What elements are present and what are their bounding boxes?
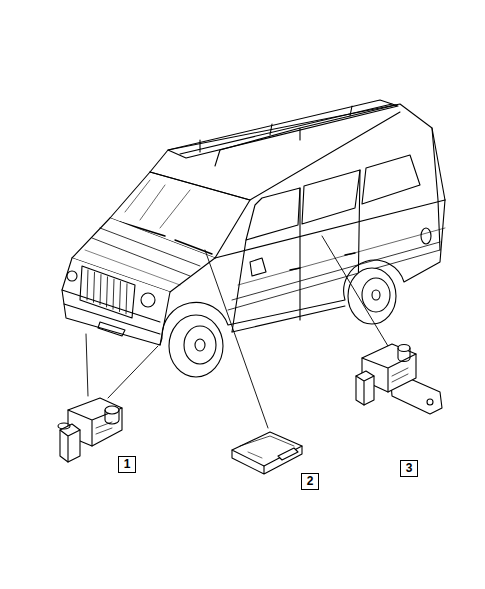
grille-slot (94, 272, 95, 302)
control-module (232, 432, 302, 474)
grille-slot (100, 275, 101, 305)
impact-sensor (58, 398, 122, 462)
rear-wheel (348, 268, 396, 324)
vehicle (62, 100, 445, 377)
callout-number: 2 (301, 473, 319, 490)
grille-slot (126, 284, 127, 314)
callout-number: 1 (118, 456, 136, 473)
front-wheel (169, 315, 223, 377)
leader-lines (86, 236, 388, 428)
grille-slot (107, 277, 108, 307)
grille-slot (120, 282, 121, 312)
grille-slot (87, 270, 88, 300)
side-impact-sensor (356, 344, 442, 414)
grille-slots (87, 270, 127, 314)
grille-slot (113, 279, 114, 309)
callout-number: 3 (400, 460, 418, 477)
